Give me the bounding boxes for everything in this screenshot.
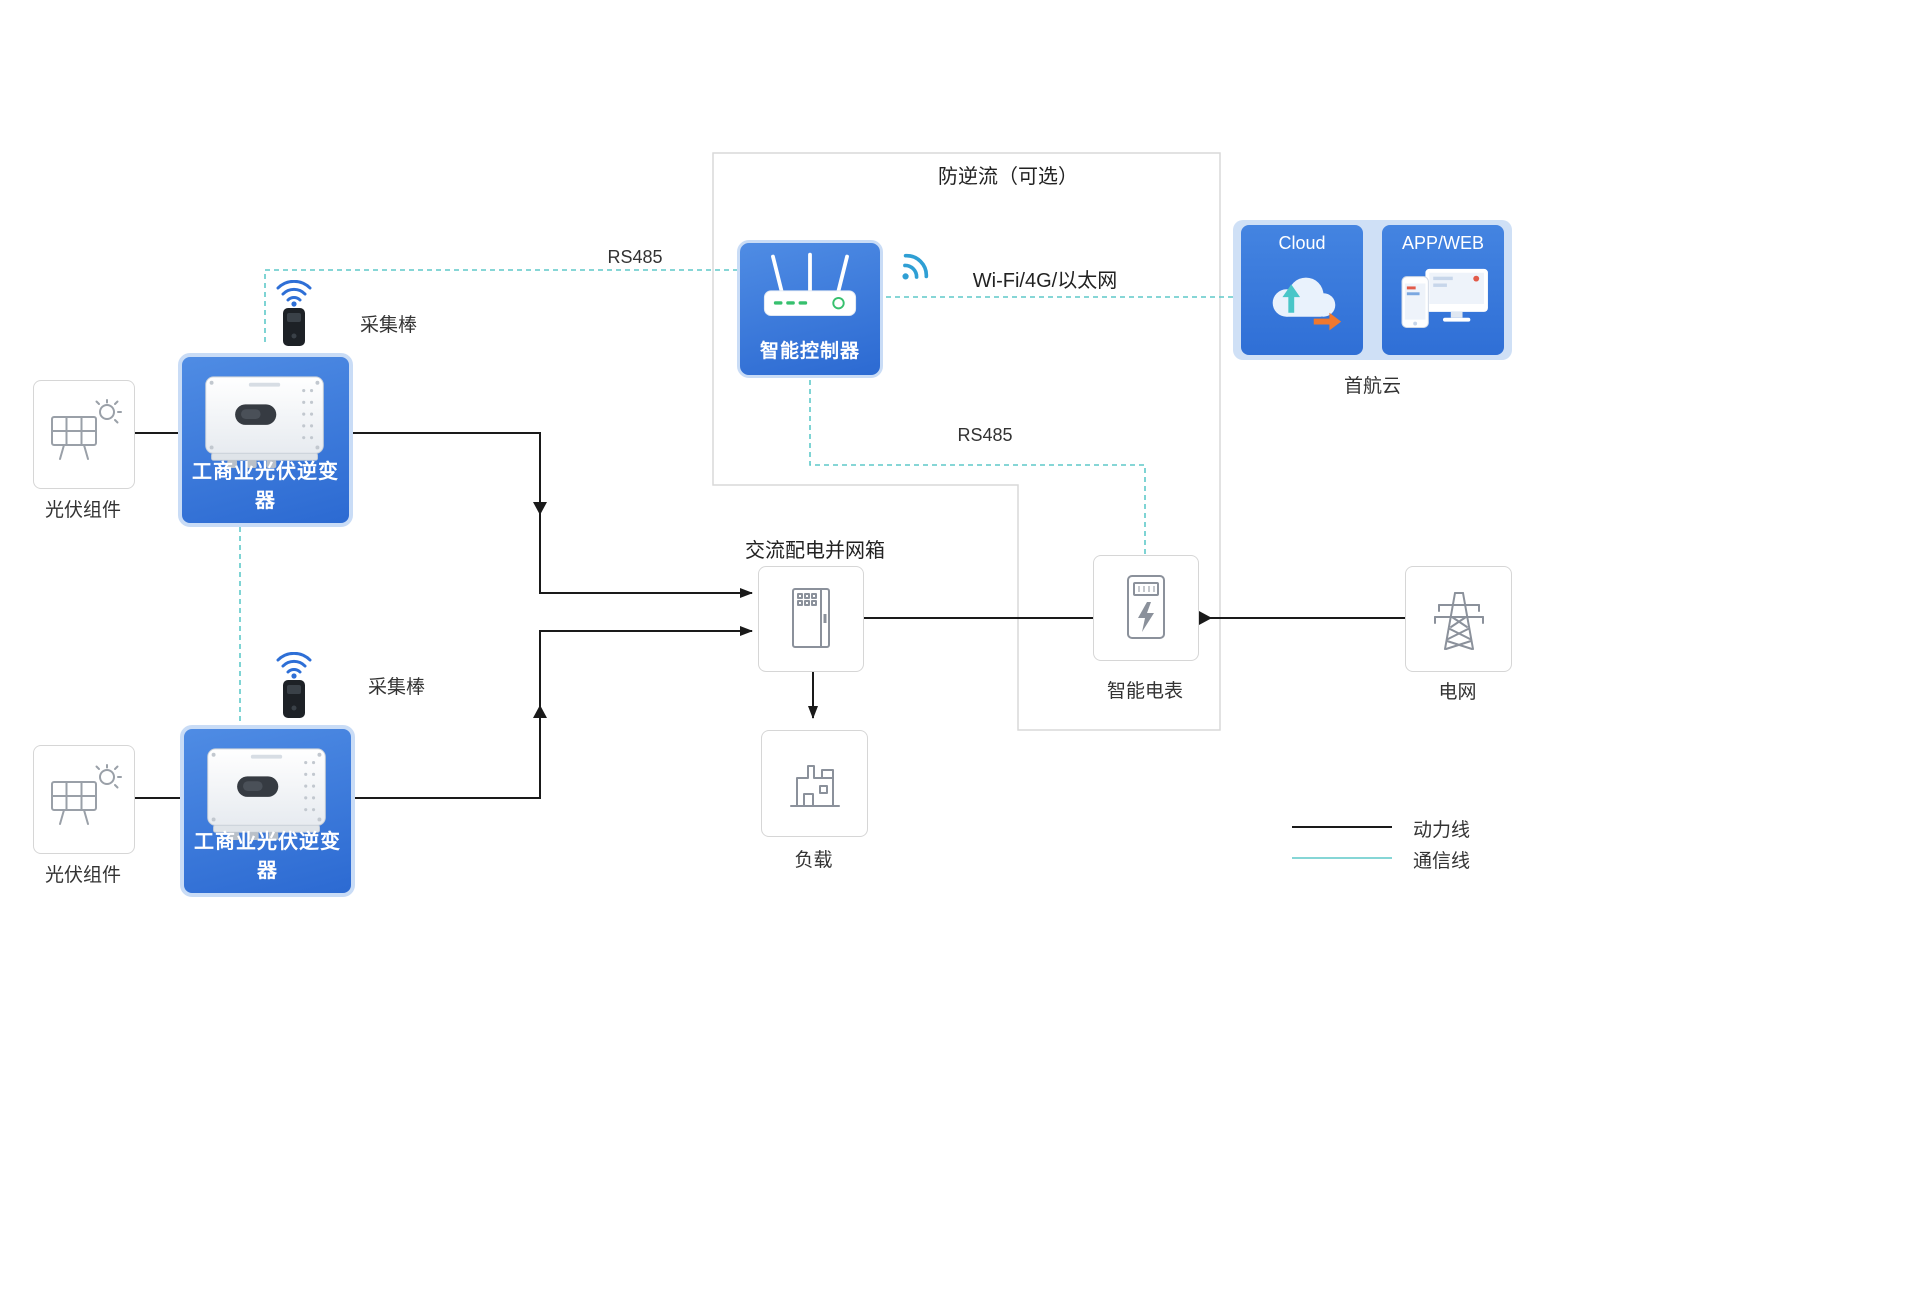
grid-label: 电网 (1438, 682, 1477, 703)
inverter-device-icon (205, 376, 324, 469)
collection-stick-2-label: 采集棒 (368, 677, 426, 698)
collection-stick-icon (276, 280, 312, 346)
transmission-tower-icon (1433, 592, 1484, 650)
cloud-platform-label: 首航云 (1343, 376, 1401, 397)
load-label: 负载 (794, 850, 833, 871)
anti-backflow-label: 防逆流（可选） (938, 166, 1078, 188)
cloud-card: Cloud (1241, 225, 1363, 355)
load-node (761, 730, 868, 837)
smart-controller-label: 智能控制器 (759, 341, 860, 362)
solar-panel-icon (51, 763, 122, 825)
pv-module-1-label: 光伏组件 (44, 500, 121, 521)
pv-module-2-label: 光伏组件 (44, 865, 121, 886)
electrical-cabinet-icon (792, 588, 830, 648)
solar-panel-icon (51, 398, 122, 460)
pv-module-2 (33, 745, 135, 854)
pv-module-1 (33, 380, 135, 489)
smart-controller: 智能控制器 (737, 240, 883, 378)
legend-power-label: 动力线 (1413, 820, 1471, 841)
cloud-upload-icon (1272, 277, 1342, 331)
inverter-1: 工商业光伏逆变器 (178, 353, 353, 527)
grid-node (1405, 566, 1512, 672)
appweb-card-title: APP/WEB (1401, 233, 1485, 253)
wifi-signal-icon (902, 253, 929, 280)
ac-distribution-box (758, 566, 864, 672)
router-icon (763, 252, 857, 316)
inverter-device-icon (207, 748, 326, 841)
app-web-devices-icon (1401, 268, 1488, 328)
collection-stick-icon (276, 652, 312, 718)
inverter-2-label: 工商业光伏逆变器 (194, 831, 341, 882)
cloud-platform-panel: Cloud APP/WEB (1233, 220, 1512, 360)
inverter-1-label: 工商业光伏逆变器 (192, 461, 339, 512)
factory-icon (789, 764, 840, 807)
rs485-meter-label: RS485 (957, 425, 1013, 445)
inverter-2: 工商业光伏逆变器 (180, 725, 355, 897)
ac-box-label: 交流配电并网箱 (745, 540, 885, 562)
legend-comm-label: 通信线 (1413, 851, 1471, 872)
energy-meter-icon (1127, 575, 1165, 639)
appweb-card: APP/WEB (1382, 225, 1504, 355)
collection-stick-1-label: 采集棒 (360, 315, 418, 336)
rs485-top-label: RS485 (607, 247, 663, 267)
wan-label: Wi-Fi/4G/以太网 (972, 270, 1118, 292)
smart-meter-label: 智能电表 (1106, 681, 1183, 702)
smart-meter-node (1093, 555, 1199, 661)
cloud-card-title: Cloud (1278, 233, 1326, 253)
